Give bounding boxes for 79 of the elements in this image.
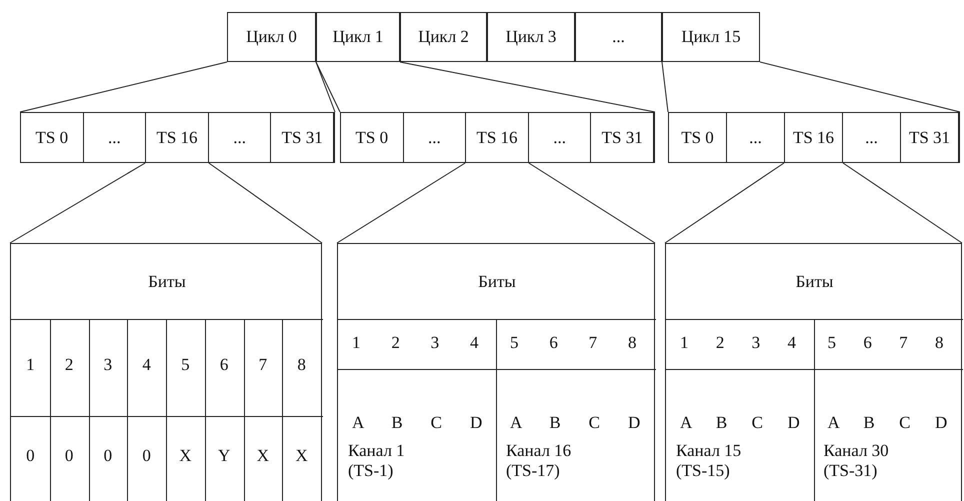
bit-number: 2 <box>391 333 400 353</box>
bit-number: 7 <box>588 333 598 353</box>
signaling-bit: A <box>680 413 692 433</box>
channel-label: Канал 30 (TS-31) <box>824 441 890 481</box>
signaling-bit: D <box>935 413 948 433</box>
expansion-line <box>664 162 784 244</box>
cycle-cell: ... <box>575 12 662 62</box>
expansion-line <box>662 62 668 112</box>
bit-value: X <box>178 446 193 466</box>
signaling-bit: B <box>549 413 561 433</box>
signaling-bit: D <box>788 413 800 433</box>
table-header: Биты <box>794 271 834 293</box>
signaling-bit: A <box>352 413 364 433</box>
expansion-line <box>316 62 340 112</box>
expansion-line <box>528 162 656 244</box>
bit-value: X <box>294 446 309 466</box>
bit-number: 3 <box>430 333 440 353</box>
timeslot-frame <box>20 112 335 163</box>
bit-number: 7 <box>899 333 908 353</box>
bit-number: 8 <box>935 333 944 353</box>
timeslot-frame <box>340 112 655 163</box>
bits-table <box>665 243 962 501</box>
signaling-bit: C <box>752 413 763 433</box>
bits-table <box>10 243 322 501</box>
bits-table <box>337 243 655 501</box>
expansion-line <box>336 162 466 244</box>
cycle-cell: Цикл 1 <box>316 12 400 62</box>
channel-label: Канал 15 (TS-15) <box>676 441 742 481</box>
expansion-line <box>400 62 656 112</box>
timeslot-frame <box>668 112 960 163</box>
bit-number: 3 <box>752 333 760 353</box>
expansion-line <box>20 62 228 112</box>
expansion-line <box>842 162 962 244</box>
bit-value: Y <box>216 446 232 466</box>
bit-number: 1 <box>680 333 688 353</box>
bit-value: X <box>256 446 270 466</box>
signaling-bit: C <box>588 413 600 433</box>
bit-number: 6 <box>549 333 558 353</box>
bit-number: 7 <box>258 355 268 375</box>
bit-number: 8 <box>628 333 636 353</box>
channel-label: Канал 16 (TS-17) <box>506 441 572 481</box>
bit-value: 0 <box>141 446 152 466</box>
cycle-cell: Цикл 3 <box>487 12 575 62</box>
bit-number: 4 <box>470 333 478 353</box>
signaling-bit: A <box>510 413 522 433</box>
bit-number: 4 <box>788 333 796 353</box>
table-header: Биты <box>477 271 517 293</box>
cycle-cell: Цикл 15 <box>662 12 760 62</box>
signaling-bit: C <box>430 413 442 433</box>
bit-value: 0 <box>64 446 74 466</box>
signaling-bit: B <box>716 413 728 433</box>
signaling-bit: C <box>899 413 910 433</box>
signaling-bit: D <box>470 413 482 433</box>
bit-number: 5 <box>510 333 518 353</box>
bit-number: 6 <box>218 355 230 375</box>
signaling-bit: A <box>828 413 840 433</box>
signaling-bit: B <box>391 413 403 433</box>
bit-number: 5 <box>828 333 836 353</box>
bit-number: 2 <box>64 355 74 375</box>
expansion-line <box>10 162 146 244</box>
signaling-bit: D <box>628 413 640 433</box>
bit-value: 0 <box>25 446 36 466</box>
signaling-bit: B <box>863 413 875 433</box>
bit-number: 8 <box>296 355 307 375</box>
table-header: Биты <box>147 271 187 293</box>
expansion-line <box>760 62 960 112</box>
bit-number: 4 <box>141 355 152 375</box>
bit-number: 6 <box>863 333 872 353</box>
bit-number: 1 <box>352 333 360 353</box>
expansion-line <box>316 62 336 112</box>
expansion-line <box>208 162 322 244</box>
cycle-cell: Цикл 2 <box>400 12 487 62</box>
cycle-cell: Цикл 0 <box>227 12 316 62</box>
bit-number: 2 <box>716 333 724 353</box>
bit-number: 1 <box>25 355 36 375</box>
bit-number: 5 <box>180 355 191 375</box>
bit-value: 0 <box>102 446 114 466</box>
bit-number: 3 <box>102 355 114 375</box>
channel-label: Канал 1 (TS-1) <box>348 441 406 481</box>
